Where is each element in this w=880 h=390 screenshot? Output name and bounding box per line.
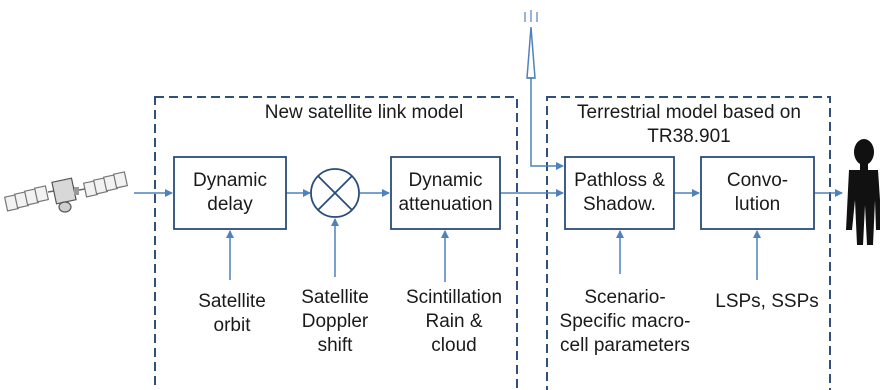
convolution-label: Convo- lution <box>726 170 789 215</box>
satellite-model-title: New satellite link model <box>264 102 464 123</box>
dynamic-attenuation-box <box>390 156 501 230</box>
person-silhouette-icon <box>846 139 880 245</box>
pathloss-shadow-box <box>564 156 675 230</box>
dynamic-attenuation-label: Dynamic attenuation <box>398 170 493 215</box>
pathloss-shadow-label: Pathloss & Shadow. <box>574 170 665 215</box>
dynamic-delay-box <box>173 156 287 230</box>
satellite-orbit-label: Satellite orbit <box>198 291 266 336</box>
satellite-doppler-label: Satellite Doppler shift <box>301 287 369 356</box>
satellite-icon <box>3 171 129 213</box>
scintillation-label: Scintillation Rain & cloud <box>405 287 503 356</box>
terrestrial-model-region <box>546 96 831 390</box>
antenna-icon <box>524 10 538 79</box>
dynamic-delay-label: Dynamic delay <box>193 170 267 215</box>
satellite-model-region <box>154 96 518 390</box>
multiplier-icon <box>310 168 360 218</box>
arrow-antenna-to-pathloss <box>530 78 564 170</box>
scenario-specific-label: Scenario- Specific macro- cell parameter… <box>559 287 691 356</box>
lsps-ssps-label: LSPs, SSPs <box>715 291 819 312</box>
terrestrial-model-title: Terrestrial model based on TR38.901 <box>577 102 801 147</box>
convolution-box <box>700 156 815 230</box>
